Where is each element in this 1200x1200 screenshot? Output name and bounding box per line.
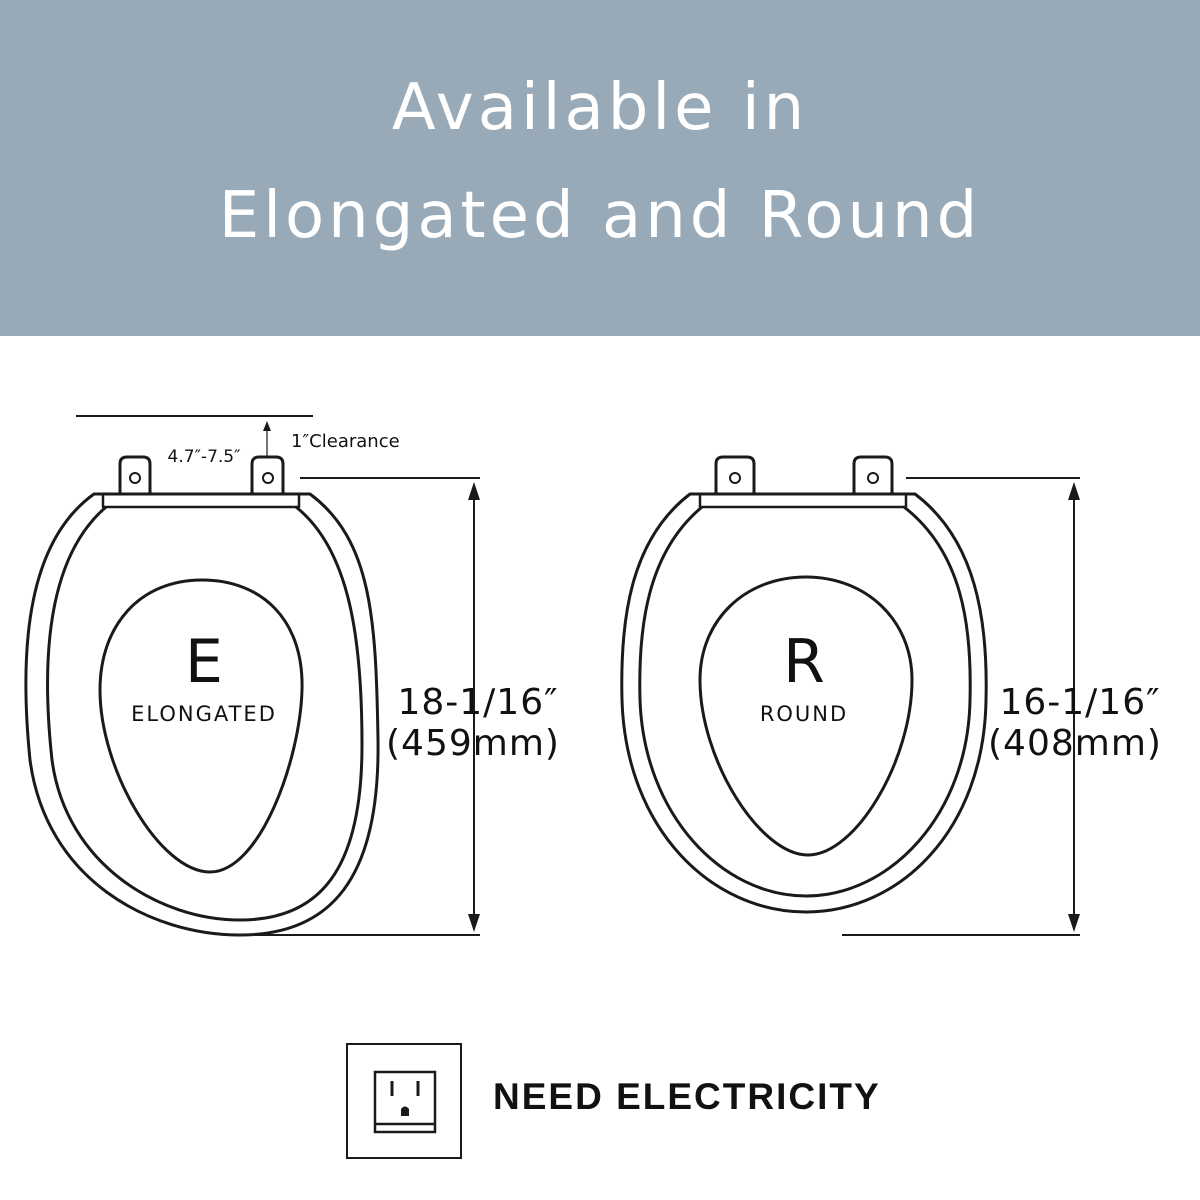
- clearance-label: 1″Clearance: [291, 431, 400, 452]
- round-hinge-bar: [698, 492, 908, 509]
- round-letter: R: [783, 627, 825, 697]
- elongated-bowl-opening: [98, 578, 304, 874]
- round-length-mm: (408mm): [988, 723, 1162, 764]
- elongated-letter: E: [185, 627, 223, 697]
- hinge-spacing-label: 4.7″-7.5″: [168, 447, 241, 467]
- banner-title-line-2: Elongated and Round: [218, 179, 982, 253]
- banner-title-line-1: Available in: [391, 71, 809, 145]
- round-label: ROUND: [760, 702, 848, 726]
- elongated-seat-inner-rim: [45, 505, 364, 922]
- elongated-seat-drawing: [24, 415, 480, 937]
- elongated-seat-outer: [24, 492, 380, 937]
- elongated-length-inches: 18-1/16″: [397, 682, 558, 723]
- elongated-length-mm: (459mm): [386, 723, 560, 764]
- round-bowl-opening: [698, 575, 914, 857]
- elongated-hinge-bar: [101, 492, 301, 509]
- round-seat-outer: [620, 492, 988, 914]
- elongated-right-hinge: [250, 455, 285, 494]
- round-left-hinge: [714, 455, 756, 494]
- header-banner: Available in Elongated and Round: [0, 0, 1200, 336]
- round-seat-inner-rim: [638, 505, 972, 898]
- round-seat-drawing: [620, 455, 1080, 936]
- elongated-left-hinge: [118, 455, 152, 494]
- power-outlet-icon: [346, 1043, 462, 1159]
- round-right-hinge: [852, 455, 894, 494]
- outlet-plate-graphic: [373, 1070, 437, 1134]
- elongated-label: ELONGATED: [131, 702, 277, 726]
- need-electricity-label: NEED ELECTRICITY: [493, 1076, 881, 1117]
- round-length-inches: 16-1/16″: [999, 682, 1160, 723]
